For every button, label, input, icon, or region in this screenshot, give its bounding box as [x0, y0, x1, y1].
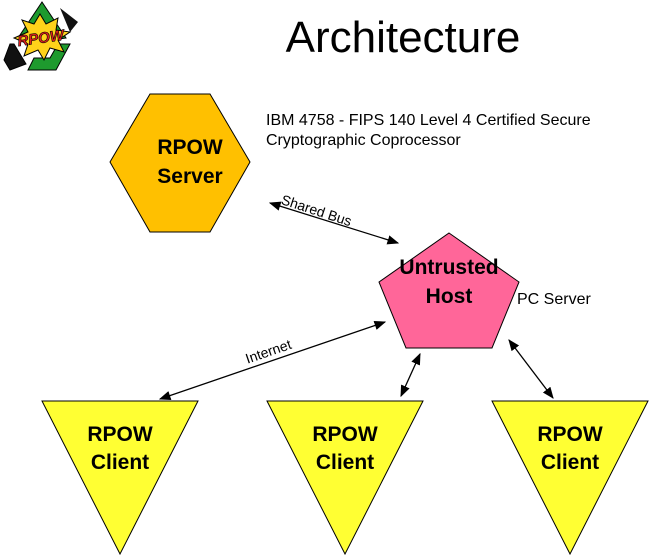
host-pentagon [378, 232, 520, 349]
rpow-client-node-3: RPOW Client [491, 400, 649, 555]
burst-icon [12, 13, 72, 62]
host-label-line1: Untrusted [399, 256, 498, 279]
page-title: Architecture [286, 13, 521, 62]
rpow-client-node-2: RPOW Client [266, 400, 424, 555]
host-label-line2: Host [426, 285, 473, 308]
client1-label-line1: RPOW [87, 423, 153, 446]
client1-label-line2: Client [91, 451, 149, 474]
client3-label-line1: RPOW [537, 423, 603, 446]
host-client2-connector [400, 352, 421, 398]
shared-bus-connector [268, 201, 400, 245]
host-note: PC Server [517, 291, 591, 308]
server-note-line2: Cryptographic Coprocessor [266, 132, 461, 149]
server-label-line2: Server [157, 165, 222, 188]
server-hexagon [109, 93, 251, 233]
client2-label-line2: Client [316, 451, 374, 474]
rpow-client-node-1: RPOW Client [41, 400, 199, 555]
server-note-line1: IBM 4758 - FIPS 140 Level 4 Certified Se… [266, 112, 591, 129]
server-label-line1: RPOW [157, 136, 223, 159]
client3-label-line2: Client [541, 451, 599, 474]
shared-bus-label: Shared Bus [279, 191, 354, 229]
rpow-logo: RPOW [3, 1, 78, 71]
client3-triangle [491, 400, 649, 555]
client1-triangle [41, 400, 199, 555]
internet-connector [158, 320, 387, 401]
client2-label-line1: RPOW [312, 423, 378, 446]
host-client3-connector [508, 339, 554, 399]
rpow-server-node: RPOW Server [109, 93, 251, 233]
untrusted-host-node: Untrusted Host [378, 232, 520, 349]
client2-triangle [266, 400, 424, 555]
